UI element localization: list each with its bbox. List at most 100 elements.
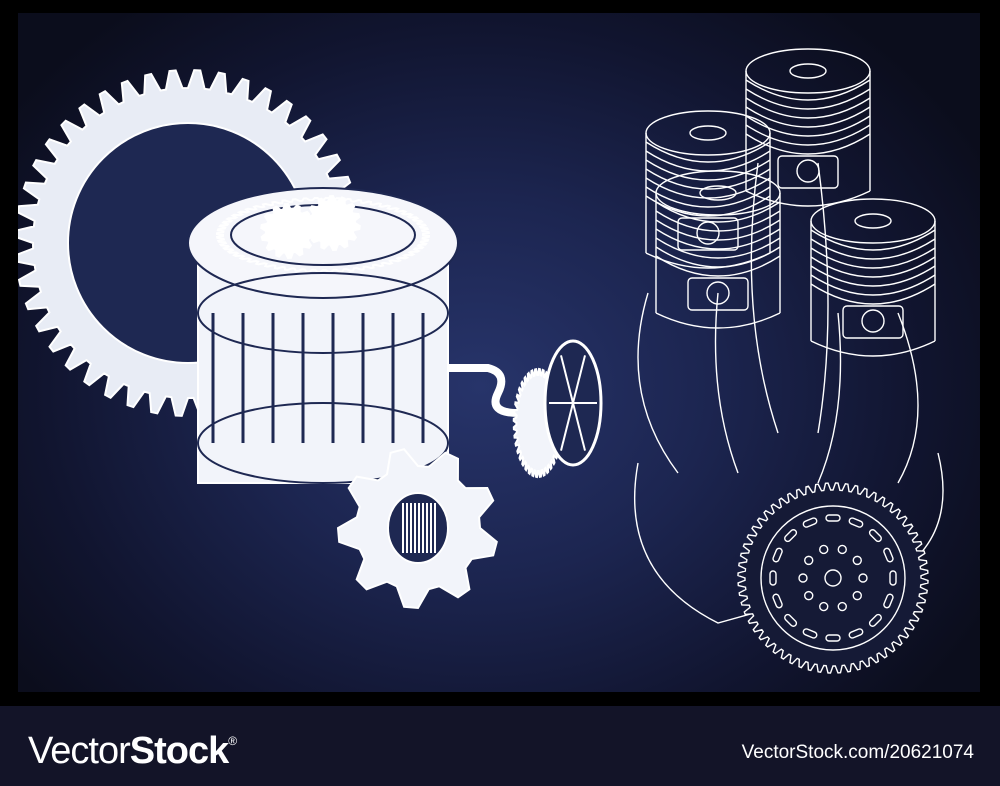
flywheel-bolt bbox=[883, 593, 894, 609]
piston-ring bbox=[645, 186, 771, 208]
sun-ring-gear bbox=[215, 196, 431, 274]
piston-ring bbox=[745, 79, 871, 101]
vectorstock-logo: VectorStock® bbox=[28, 730, 237, 773]
spoke bbox=[572, 355, 586, 404]
piston-ring bbox=[745, 115, 871, 137]
flywheel-hole bbox=[858, 573, 868, 583]
skirt-bottom bbox=[810, 340, 936, 357]
piston-ring bbox=[745, 133, 871, 155]
piston-ring bbox=[810, 229, 936, 251]
crown-pocket bbox=[789, 63, 827, 79]
piston-skirt bbox=[745, 71, 871, 191]
flywheel-gear bbox=[737, 482, 929, 674]
pin-boss bbox=[687, 277, 749, 311]
flywheel-bolt bbox=[784, 529, 798, 543]
flywheel-bolt bbox=[772, 593, 783, 609]
flywheel-hole bbox=[819, 544, 829, 555]
piston-ring bbox=[810, 238, 936, 260]
flywheel-hole bbox=[837, 544, 847, 555]
watermark-bar: VectorStock® VectorStock.com/20621074 bbox=[0, 706, 1000, 786]
image-reference: VectorStock.com/20621074 bbox=[741, 742, 974, 763]
spoke bbox=[560, 402, 574, 451]
housing-band bbox=[197, 402, 449, 484]
piston-ring bbox=[810, 265, 936, 287]
crown-pocket bbox=[689, 125, 727, 141]
crown-pocket bbox=[699, 185, 737, 201]
piston-front bbox=[655, 170, 781, 329]
spoke bbox=[560, 355, 574, 404]
flywheel-bolt bbox=[848, 517, 864, 528]
piston-ring bbox=[645, 150, 771, 172]
pin-boss bbox=[777, 155, 839, 189]
flywheel-hole bbox=[804, 590, 814, 601]
planet-gear bbox=[305, 194, 361, 252]
flywheel-hole bbox=[852, 590, 862, 601]
piston-ring bbox=[810, 247, 936, 269]
housing-band bbox=[197, 272, 449, 354]
flywheel-hole bbox=[852, 555, 862, 566]
transmission-gear-assembly bbox=[18, 69, 603, 610]
skirt-bottom bbox=[655, 312, 781, 329]
piston-ring bbox=[745, 124, 871, 146]
flywheel-bolt bbox=[769, 570, 777, 586]
wrist-pin bbox=[696, 221, 720, 245]
pin-boss bbox=[677, 217, 739, 251]
flywheel-hole bbox=[798, 573, 808, 583]
flywheel-hole bbox=[837, 601, 847, 612]
skirt-bottom bbox=[745, 190, 871, 207]
flywheel-bolt bbox=[802, 628, 818, 639]
piston-ring bbox=[810, 256, 936, 278]
piston-ring bbox=[810, 283, 936, 305]
pipe bbox=[448, 364, 528, 417]
crown-pocket bbox=[854, 213, 892, 229]
flywheel-center bbox=[824, 569, 842, 587]
registered-mark: ® bbox=[228, 734, 237, 748]
illustration-panel bbox=[18, 13, 980, 692]
piston-ring bbox=[655, 201, 781, 223]
spoke bbox=[572, 402, 586, 451]
piston-ring bbox=[655, 210, 781, 232]
piston-crankshaft-assembly bbox=[634, 48, 944, 674]
piston-skirt bbox=[810, 221, 936, 341]
flywheel-bolt bbox=[772, 547, 783, 563]
piston-crown bbox=[745, 48, 871, 94]
flywheel-bolt bbox=[848, 628, 864, 639]
wrist-pin bbox=[796, 159, 820, 183]
piston-skirt bbox=[645, 133, 771, 253]
piston-ring bbox=[745, 106, 871, 128]
piston-crown bbox=[645, 110, 771, 156]
logo-bold-text: Stock bbox=[129, 730, 229, 772]
flywheel-bolt bbox=[883, 547, 894, 563]
piston-rear bbox=[745, 48, 871, 207]
flywheel-bolt bbox=[802, 517, 818, 528]
flywheel-bolt bbox=[784, 613, 798, 627]
piston-ring bbox=[645, 168, 771, 190]
piston-ring bbox=[645, 141, 771, 163]
flywheel-bolt bbox=[825, 514, 841, 522]
flywheel-bolt bbox=[825, 634, 841, 642]
piston-crown bbox=[655, 170, 781, 216]
pin-boss bbox=[842, 305, 904, 339]
planet-gear bbox=[260, 202, 316, 260]
flywheel-hole bbox=[804, 555, 814, 566]
flywheel-hole bbox=[819, 601, 829, 612]
flywheel-bolt bbox=[889, 570, 897, 586]
piston-ring bbox=[655, 246, 781, 268]
piston-ring bbox=[645, 159, 771, 181]
piston-right bbox=[810, 198, 936, 357]
flywheel-bolt bbox=[868, 613, 882, 627]
connecting-rods bbox=[637, 162, 919, 484]
piston-crown bbox=[810, 198, 936, 244]
flywheel-bolt bbox=[868, 529, 882, 543]
piston-ring bbox=[745, 88, 871, 110]
piston-ring bbox=[810, 274, 936, 296]
wrist-pin bbox=[706, 281, 730, 305]
flywheel-inner bbox=[760, 505, 906, 651]
piston-skirt bbox=[655, 193, 781, 313]
piston-ring bbox=[745, 97, 871, 119]
piston-ring bbox=[655, 228, 781, 250]
crankshaft bbox=[634, 452, 944, 624]
piston-ring bbox=[655, 237, 781, 259]
piston-ring bbox=[655, 255, 781, 277]
logo-light-text: Vector bbox=[28, 730, 131, 772]
